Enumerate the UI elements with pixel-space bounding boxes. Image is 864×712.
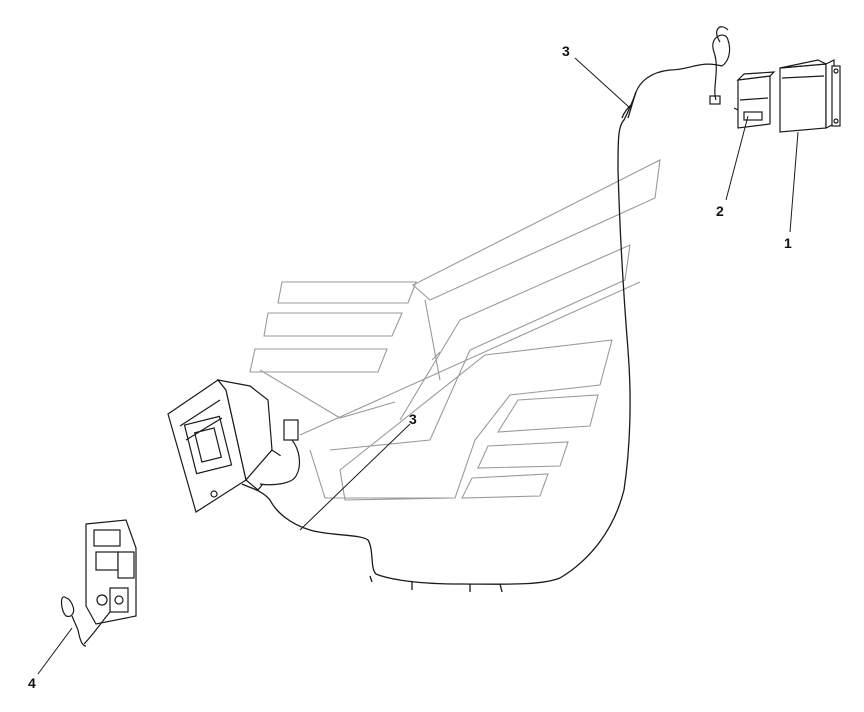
callout-3-top: 3: [562, 43, 570, 59]
module-bracket: [733, 71, 776, 129]
callout-1: 1: [784, 235, 792, 251]
callout-2: 2: [716, 203, 724, 219]
leader-lines: [37, 57, 799, 675]
harness-top: [635, 26, 731, 105]
callout-3-mid: 3: [409, 411, 417, 427]
controller-unit: [779, 59, 841, 133]
wiring-harness: [241, 91, 637, 593]
dashboard-unit: [167, 379, 301, 513]
cab-outline: [249, 159, 661, 501]
control-panel: [60, 519, 137, 647]
callout-4: 4: [28, 675, 36, 691]
